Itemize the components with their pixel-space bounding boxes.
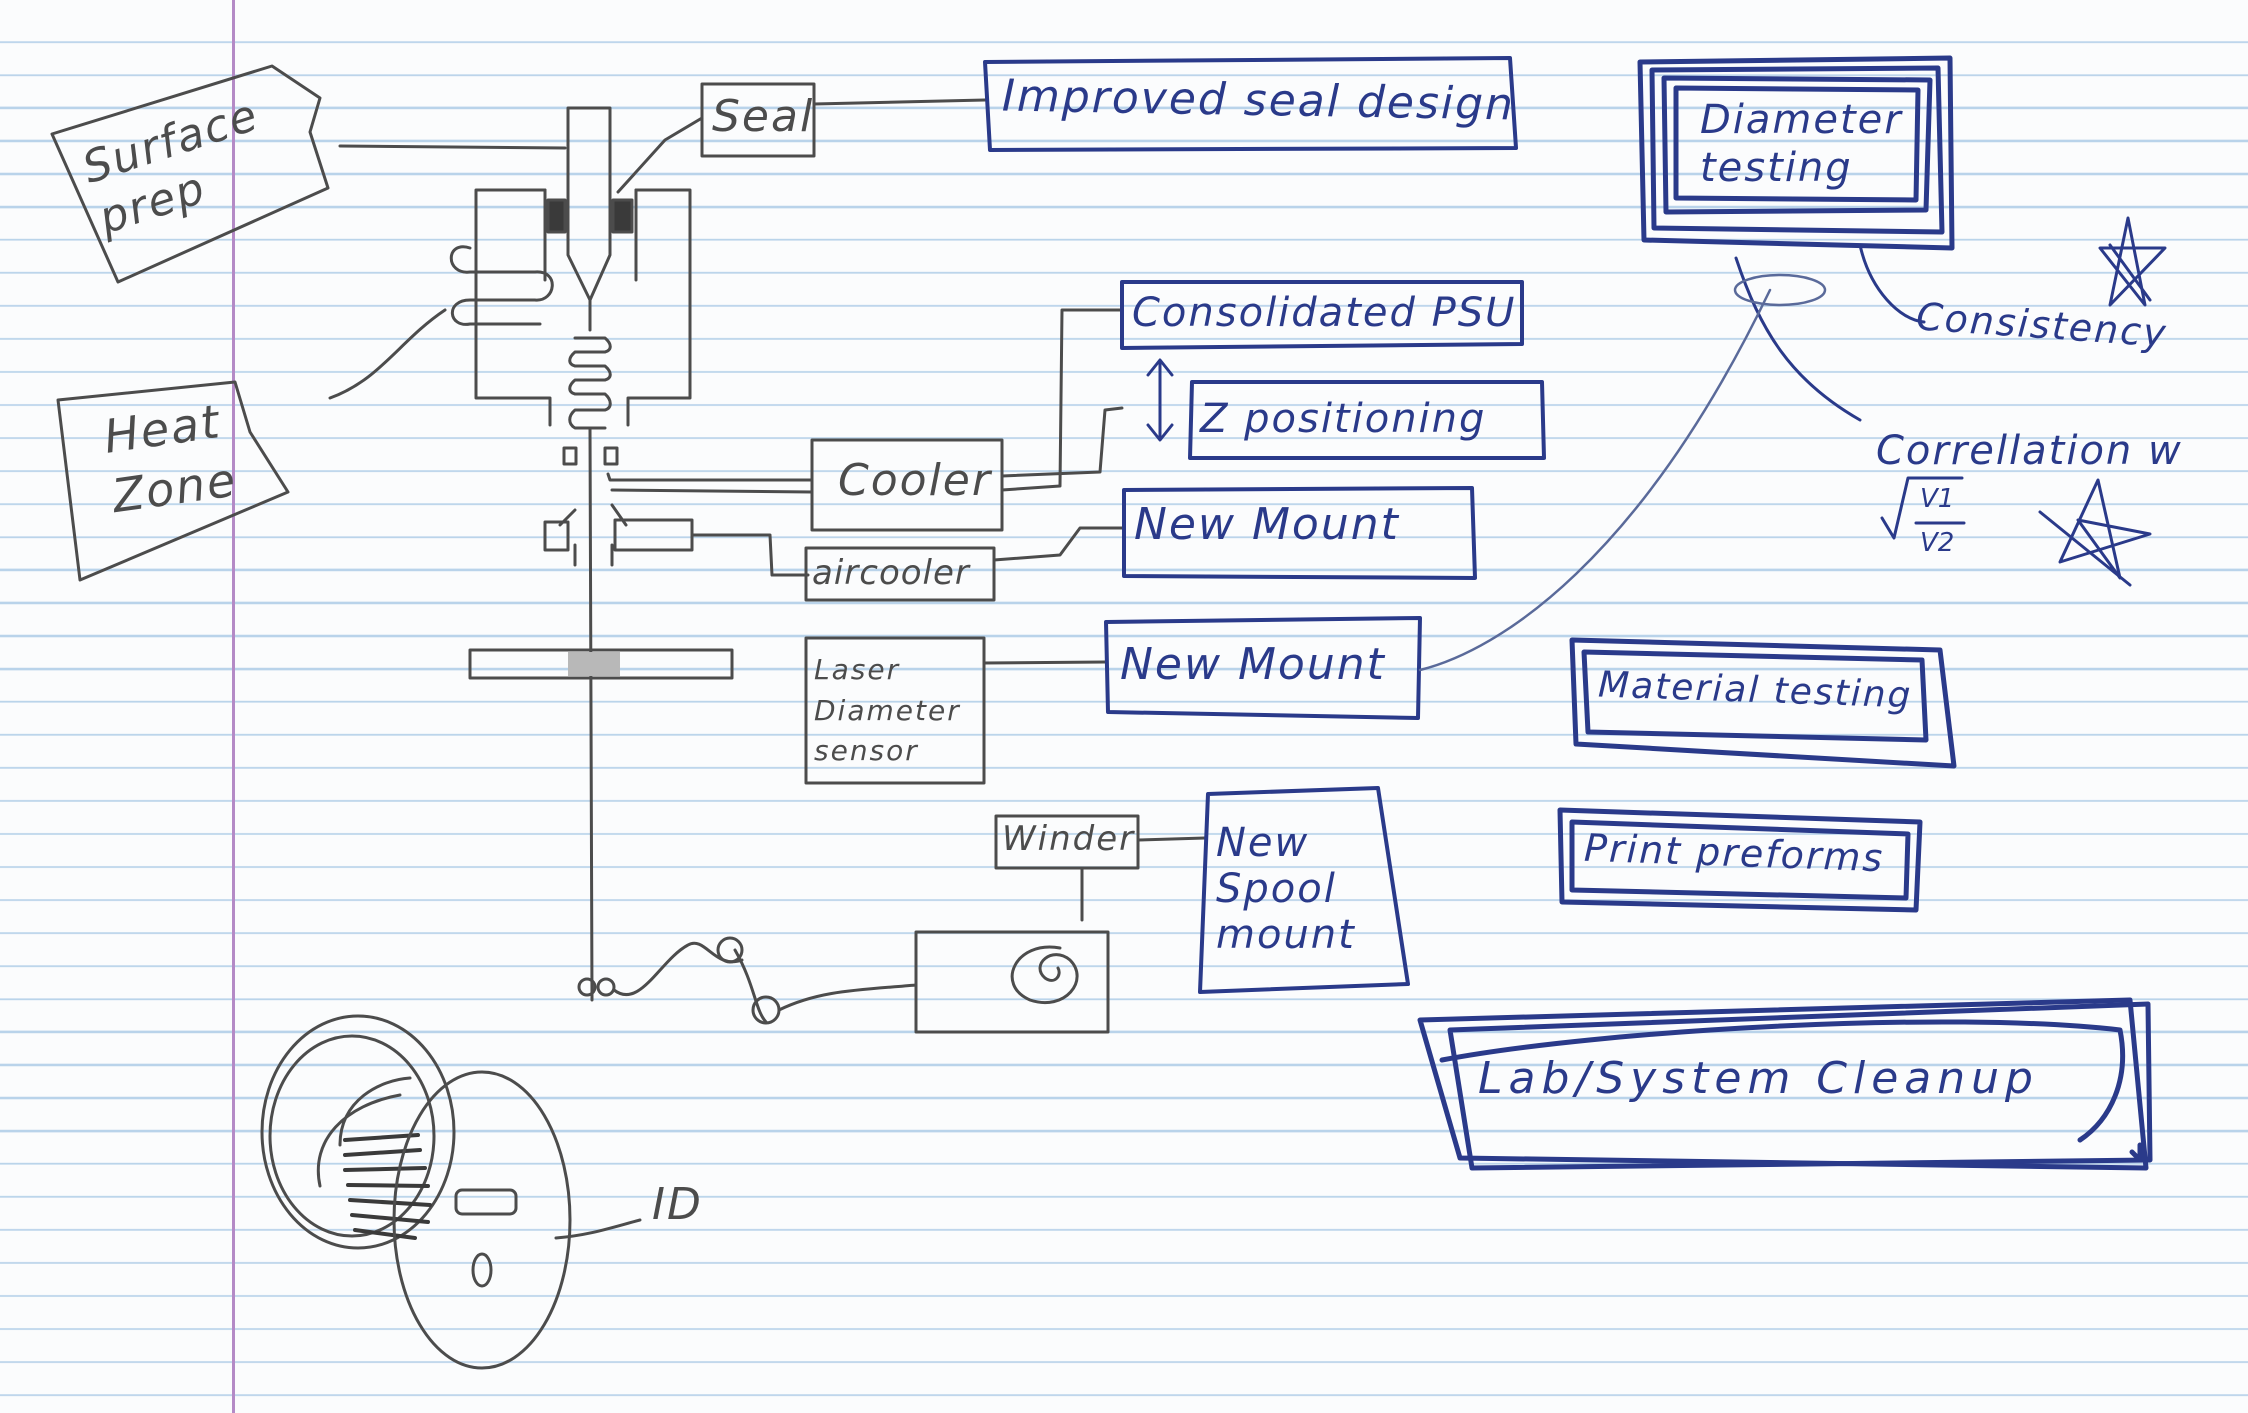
heat-zone-box: [56, 380, 290, 582]
pulley-small-left: [577, 977, 597, 997]
heater-coil: [449, 245, 554, 326]
furnace-right-wall: [626, 188, 692, 427]
mount-to-diameter-leader: [1418, 288, 1772, 672]
winder-to-mount-leader: [1136, 836, 1207, 842]
cooler-box: [810, 438, 1004, 532]
new-mount-2-box: [1104, 616, 1422, 720]
diameter-testing-label: Diameter testing: [1700, 97, 1903, 191]
fiber-line: [588, 426, 594, 1002]
consolidated-psu-box: [1120, 280, 1524, 350]
winder-spiral-icon: [1010, 945, 1079, 1005]
seal-rings: [546, 198, 634, 234]
lab-cleanup-label: Lab/System Cleanup: [1478, 1053, 2039, 1104]
cooler-label: Cooler: [838, 455, 992, 506]
new-mount-1-label: New Mount: [1134, 499, 1400, 550]
id-label: ID: [652, 1179, 703, 1230]
formula-numerator: V1: [1920, 484, 1955, 514]
diameter-testing-box: [1637, 55, 1955, 251]
laser-bar: [468, 648, 734, 680]
z-positioning-label: Z positioning: [1200, 396, 1487, 442]
leader-loop: [1733, 273, 1827, 307]
seal-to-improved-leader: [812, 98, 987, 106]
heat-zone-leader: [328, 308, 447, 400]
aircooler-pipe: [690, 533, 810, 577]
consistency-leader: [1858, 243, 1926, 324]
heat-zone-label: Heat Zone: [100, 394, 241, 523]
improved-seal-box: [983, 56, 1518, 152]
aircooler-to-mount-leader: [992, 526, 1124, 562]
material-testing-box: [1569, 637, 1957, 769]
notebook-margin-line: [232, 0, 235, 1413]
laser-to-mount-leader: [982, 660, 1108, 665]
cooler-clamp-left: [562, 446, 578, 466]
lab-cleanup-box: [1417, 997, 2153, 1171]
aircooler-arrows: [558, 503, 628, 567]
aircooler-right-part: [613, 518, 694, 552]
feed-rod: [566, 106, 612, 302]
surface-prep-leader: [338, 144, 567, 150]
cooler-clamp-right: [603, 446, 619, 466]
pulley-small-right: [596, 977, 616, 997]
cooler-to-psu-leader: [1000, 308, 1124, 492]
surface-prep-box: [50, 64, 330, 284]
winder-spool-box: [914, 930, 1110, 1034]
aircooler-left-part: [543, 520, 570, 552]
correlation-label: Correllation w: [1876, 428, 2183, 474]
laser-sensor-box: [804, 636, 986, 785]
winder-box: [994, 814, 1140, 870]
fiber-route: [612, 941, 918, 1024]
spool-icon: [260, 1014, 572, 1370]
fiber-neck-coils: [568, 298, 612, 430]
winder-label: Winder: [1002, 819, 1136, 859]
new-spool-mount-label: New Spool mount: [1216, 820, 1356, 958]
sqrt-icon: [1880, 476, 1964, 540]
new-spool-mount-box: [1198, 786, 1410, 994]
laser-beam-zone: [568, 652, 620, 676]
cooler-pipe: [606, 472, 814, 494]
print-preforms-box: [1557, 807, 1923, 913]
id-leader: [554, 1218, 642, 1240]
new-mount-1-box: [1122, 486, 1477, 580]
z-arrow: [1146, 358, 1174, 442]
new-mount-2-label: New Mount: [1120, 639, 1386, 690]
crossed-star-icon: [2038, 478, 2152, 587]
formula-denominator: V2: [1920, 528, 1955, 558]
star-icon: [2098, 216, 2167, 307]
seal-to-machine-leader: [616, 116, 704, 194]
aircooler-label: aircooler: [812, 553, 970, 593]
furnace-left-wall: [474, 188, 552, 427]
correlation-leader: [1734, 256, 1862, 422]
aircooler-box: [804, 546, 996, 602]
z-positioning-box: [1188, 380, 1546, 460]
seal-label: Seal: [712, 91, 815, 142]
consolidated-psu-label: Consolidated PSU: [1132, 290, 1517, 336]
seal-box: [700, 82, 816, 158]
improved-seal-design-label: Improved seal design: [1001, 70, 1516, 131]
cooler-to-z-leader: [1000, 406, 1124, 478]
laser-sensor-label: Laser Diameter sensor: [814, 653, 961, 768]
